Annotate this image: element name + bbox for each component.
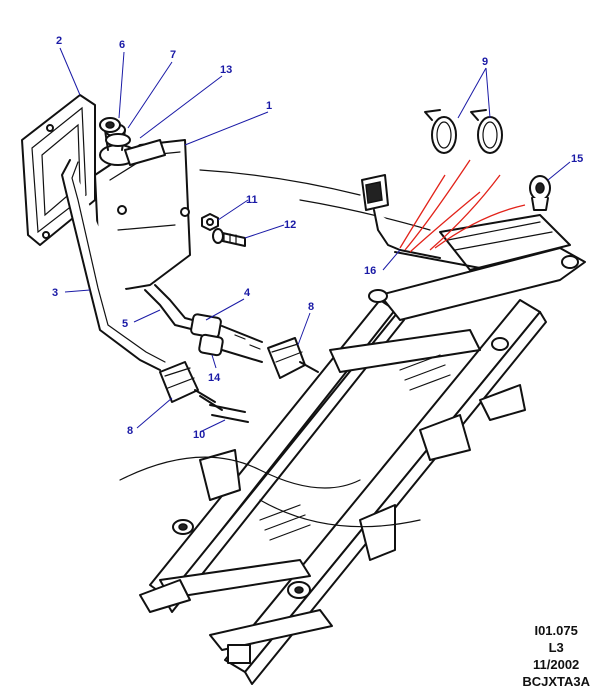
reference-date: 11/2002	[533, 657, 580, 672]
reference-ident: BCJXTA3A	[522, 674, 590, 689]
sensor-harness	[361, 174, 481, 269]
callout-6: 6	[119, 39, 125, 51]
small-parts	[99, 117, 246, 247]
chassis-frame	[119, 169, 586, 685]
reference-code: I01.075	[534, 623, 578, 638]
callout-9: 9	[482, 56, 488, 68]
callout-5: 5	[122, 318, 128, 330]
highlight-lines	[399, 159, 526, 253]
callout-13: 13	[220, 64, 232, 76]
callout-14: 14	[208, 372, 221, 384]
hose-assembly	[144, 284, 319, 423]
callout-8-left: 8	[127, 425, 133, 437]
callout-2: 2	[56, 35, 62, 47]
reference-line2: L3	[548, 640, 564, 655]
callout-15: 15	[571, 153, 583, 165]
leader-lines	[59, 47, 571, 433]
callout-8-right: 8	[308, 301, 314, 313]
clips	[424, 109, 503, 154]
callout-16: 16	[364, 265, 376, 277]
callout-11: 11	[246, 194, 258, 206]
callout-labels: 2 6 7 13 1 3 4 5 8 8 10 14 11 12 9 15 16	[52, 35, 583, 441]
reservoir-tank	[94, 123, 191, 291]
grommet	[529, 175, 551, 211]
reference-block: I01.075 L3 11/2002 BCJXTA3A	[522, 622, 590, 690]
callout-10: 10	[193, 429, 205, 441]
callout-1: 1	[266, 100, 272, 112]
callout-7: 7	[170, 49, 176, 61]
callout-12: 12	[284, 219, 296, 231]
callout-3: 3	[52, 287, 58, 299]
callout-4: 4	[244, 287, 251, 299]
